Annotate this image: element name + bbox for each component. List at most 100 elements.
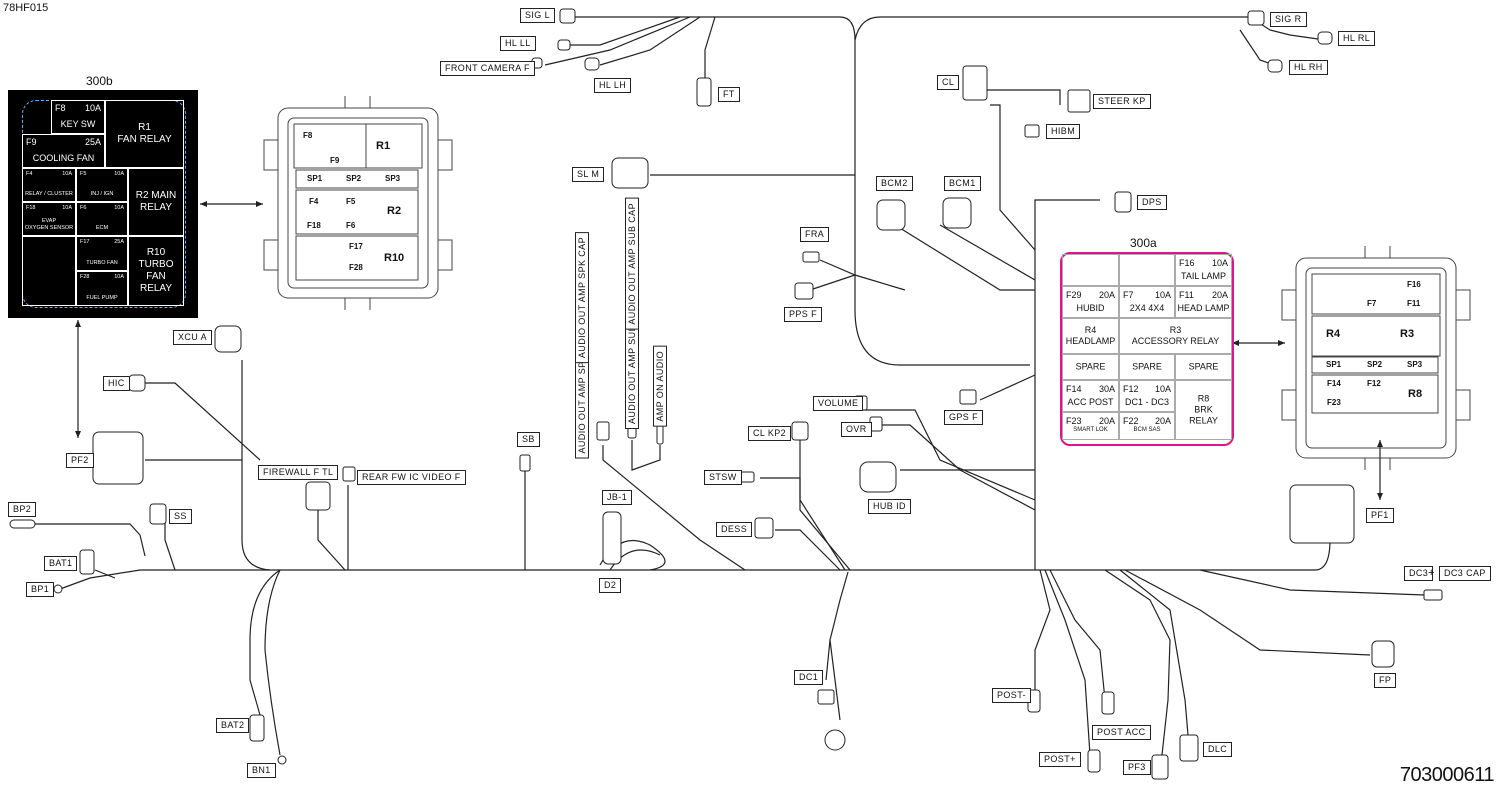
connector-dess: DESS [716, 522, 753, 537]
fuse-f6-cell: F6 10A ECM [76, 202, 128, 236]
fuse-300a-f23-amp: 20A [1098, 416, 1115, 426]
connector-ovr: OVR [841, 422, 872, 437]
fuse-f8-name: KEY SW [60, 119, 96, 129]
relay-r2-name: RELAY [139, 202, 173, 213]
fuse-f17-cell: F17 25A TURBO FAN [76, 236, 128, 271]
fuse-f5-id: F5 [80, 171, 87, 177]
fuse-f4-amp: 10A [62, 171, 72, 177]
connector-hl-rh: HL RH [1289, 60, 1328, 75]
fuse-300a-f14-amp: 30A [1098, 384, 1115, 394]
fuse-300a-f16-name: TAIL LAMP [1180, 271, 1226, 281]
relay-300a-r3-id: R3 [1169, 325, 1182, 335]
connector-sb: SB [517, 432, 540, 447]
fuse-f14-cell: F14 30A ACC POST [1062, 380, 1119, 412]
connector-d2: D2 [599, 578, 622, 593]
fuse-right-sp1: SP1 [1326, 360, 1342, 369]
fuse-left-f5: F5 [346, 197, 356, 206]
fuse-left-r1: R1 [376, 140, 391, 152]
connector-bat2: BAT2 [216, 718, 250, 733]
fuse-f8-amp: 10A [84, 103, 101, 113]
connector-sl-m: SL M [572, 167, 605, 182]
fuse-box-300a: F16 10A TAIL LAMP F29 20A HUBID F7 10A 2… [1060, 252, 1234, 446]
relay-r1-id: R1 [138, 122, 151, 133]
connector-pf3: PF3 [1123, 760, 1151, 775]
relay-300a-r4-name: HEADLAMP [1065, 336, 1116, 346]
fuse-300a-f11-amp: 20A [1211, 290, 1228, 300]
connector-stsw: STSW [704, 470, 742, 485]
fuse-right-f12: F12 [1367, 379, 1381, 388]
fuse-right-f14: F14 [1327, 379, 1341, 388]
connector-gps-f: GPS F [944, 410, 984, 425]
connector-fp: FP [1374, 673, 1397, 688]
connector-steer-kp: STEER KP [1093, 94, 1151, 109]
fuse-300a-f22-id: F22 [1123, 416, 1139, 426]
fuse-right-r4: R4 [1326, 328, 1341, 340]
fuse-left-f18: F18 [307, 221, 321, 230]
fuse-f5-name: INJ / IGN [90, 191, 114, 197]
fuse-300a-f29-id: F29 [1066, 290, 1082, 300]
fuse-right-r8: R8 [1408, 388, 1423, 400]
doc-code: 78HF015 [3, 2, 49, 14]
connector-pf2: PF2 [66, 453, 94, 468]
audio-sub-label: AUDIO OUT AMP SUB [625, 320, 639, 429]
connector-sig-r: SIG R [1270, 12, 1307, 27]
fuse-right-r3: R3 [1400, 328, 1415, 340]
relay-300a-r8-name1: BRK [1194, 404, 1213, 415]
connector-ft: FT [718, 87, 740, 102]
connector-hl-lh: HL LH [594, 78, 632, 93]
fuse-300a-f16-amp: 10A [1211, 258, 1228, 268]
fuse-300a-f23-name: SMART LOK [1073, 427, 1108, 433]
connector-ss: SS [169, 509, 192, 524]
relay-r10-name2: RELAY [139, 283, 173, 294]
fuse-f11-cell: F11 20A HEAD LAMP [1175, 286, 1232, 318]
fuse-f28-cell: F28 10A FUEL PUMP [76, 271, 128, 306]
fuse-f16-cell: F16 10A TAIL LAMP [1175, 254, 1232, 286]
connector-bat1: BAT1 [44, 556, 78, 571]
relay-r10-name1: TURBO FAN [138, 259, 174, 282]
connector-bn1: BN1 [247, 763, 276, 778]
fuse-300a-f29-name: HUBID [1076, 303, 1105, 313]
box-300a-title: 300a [1130, 236, 1157, 250]
connector-dc1: DC1 [794, 670, 824, 685]
relay-r1-name: FAN RELAY [117, 134, 172, 145]
fuse-300a-f12-id: F12 [1123, 384, 1139, 394]
spare-cell-1: SPARE [1062, 354, 1119, 380]
connector-rear-fw-ic-video-f: REAR FW IC VIDEO F [357, 470, 466, 485]
fuse-f17-id: F17 [80, 239, 90, 245]
connector-fra: FRA [800, 227, 830, 242]
audio-sub-cap-label: AUDIO OUT AMP SUB CAP [625, 198, 639, 330]
connector-hl-rl: HL RL [1338, 31, 1376, 46]
fuse-300a-f23-id: F23 [1066, 416, 1082, 426]
fuse-right-f23: F23 [1327, 398, 1341, 407]
connector-bcm1: BCM1 [944, 176, 981, 191]
spare-label-1: SPARE [1075, 361, 1106, 372]
fuse-f28-id: F28 [80, 274, 90, 280]
relay-r10-id: R10 [146, 247, 166, 258]
fuse-300a-f22-amp: 20A [1154, 416, 1171, 426]
connector-bcm2: BCM2 [876, 176, 913, 191]
fuse-f4-id: F4 [26, 171, 33, 177]
fuse-300a-f22-name: BCM SAS [1133, 427, 1161, 433]
fuse-300a-f12-name: DC1 - DC3 [1124, 397, 1169, 407]
relay-300a-r8-name2: RELAY [1189, 415, 1218, 426]
connector-pps-f: PPS F [784, 307, 823, 322]
fuse-300a-f11-name: HEAD LAMP [1177, 303, 1230, 313]
fuse-300a-f12-amp: 10A [1154, 384, 1171, 394]
connector-dlc: DLC [1203, 742, 1233, 757]
connector-dps: DPS [1137, 195, 1167, 210]
fuse-300a-f16-id: F16 [1179, 258, 1195, 268]
fuse-left-f17: F17 [349, 242, 363, 251]
fuse-f6-name: ECM [95, 225, 109, 231]
connector-dc3: DC3 [1404, 566, 1434, 581]
spare-cell-2: SPARE [1119, 354, 1175, 380]
relay-300a-r8-id: R8 [1197, 393, 1210, 404]
fuse-f5-amp: 10A [114, 171, 124, 177]
fuse-300a-f7-amp: 10A [1154, 290, 1171, 300]
connector-cl-kp2: CL KP2 [748, 426, 792, 441]
connector-bp1: BP1 [26, 582, 55, 597]
